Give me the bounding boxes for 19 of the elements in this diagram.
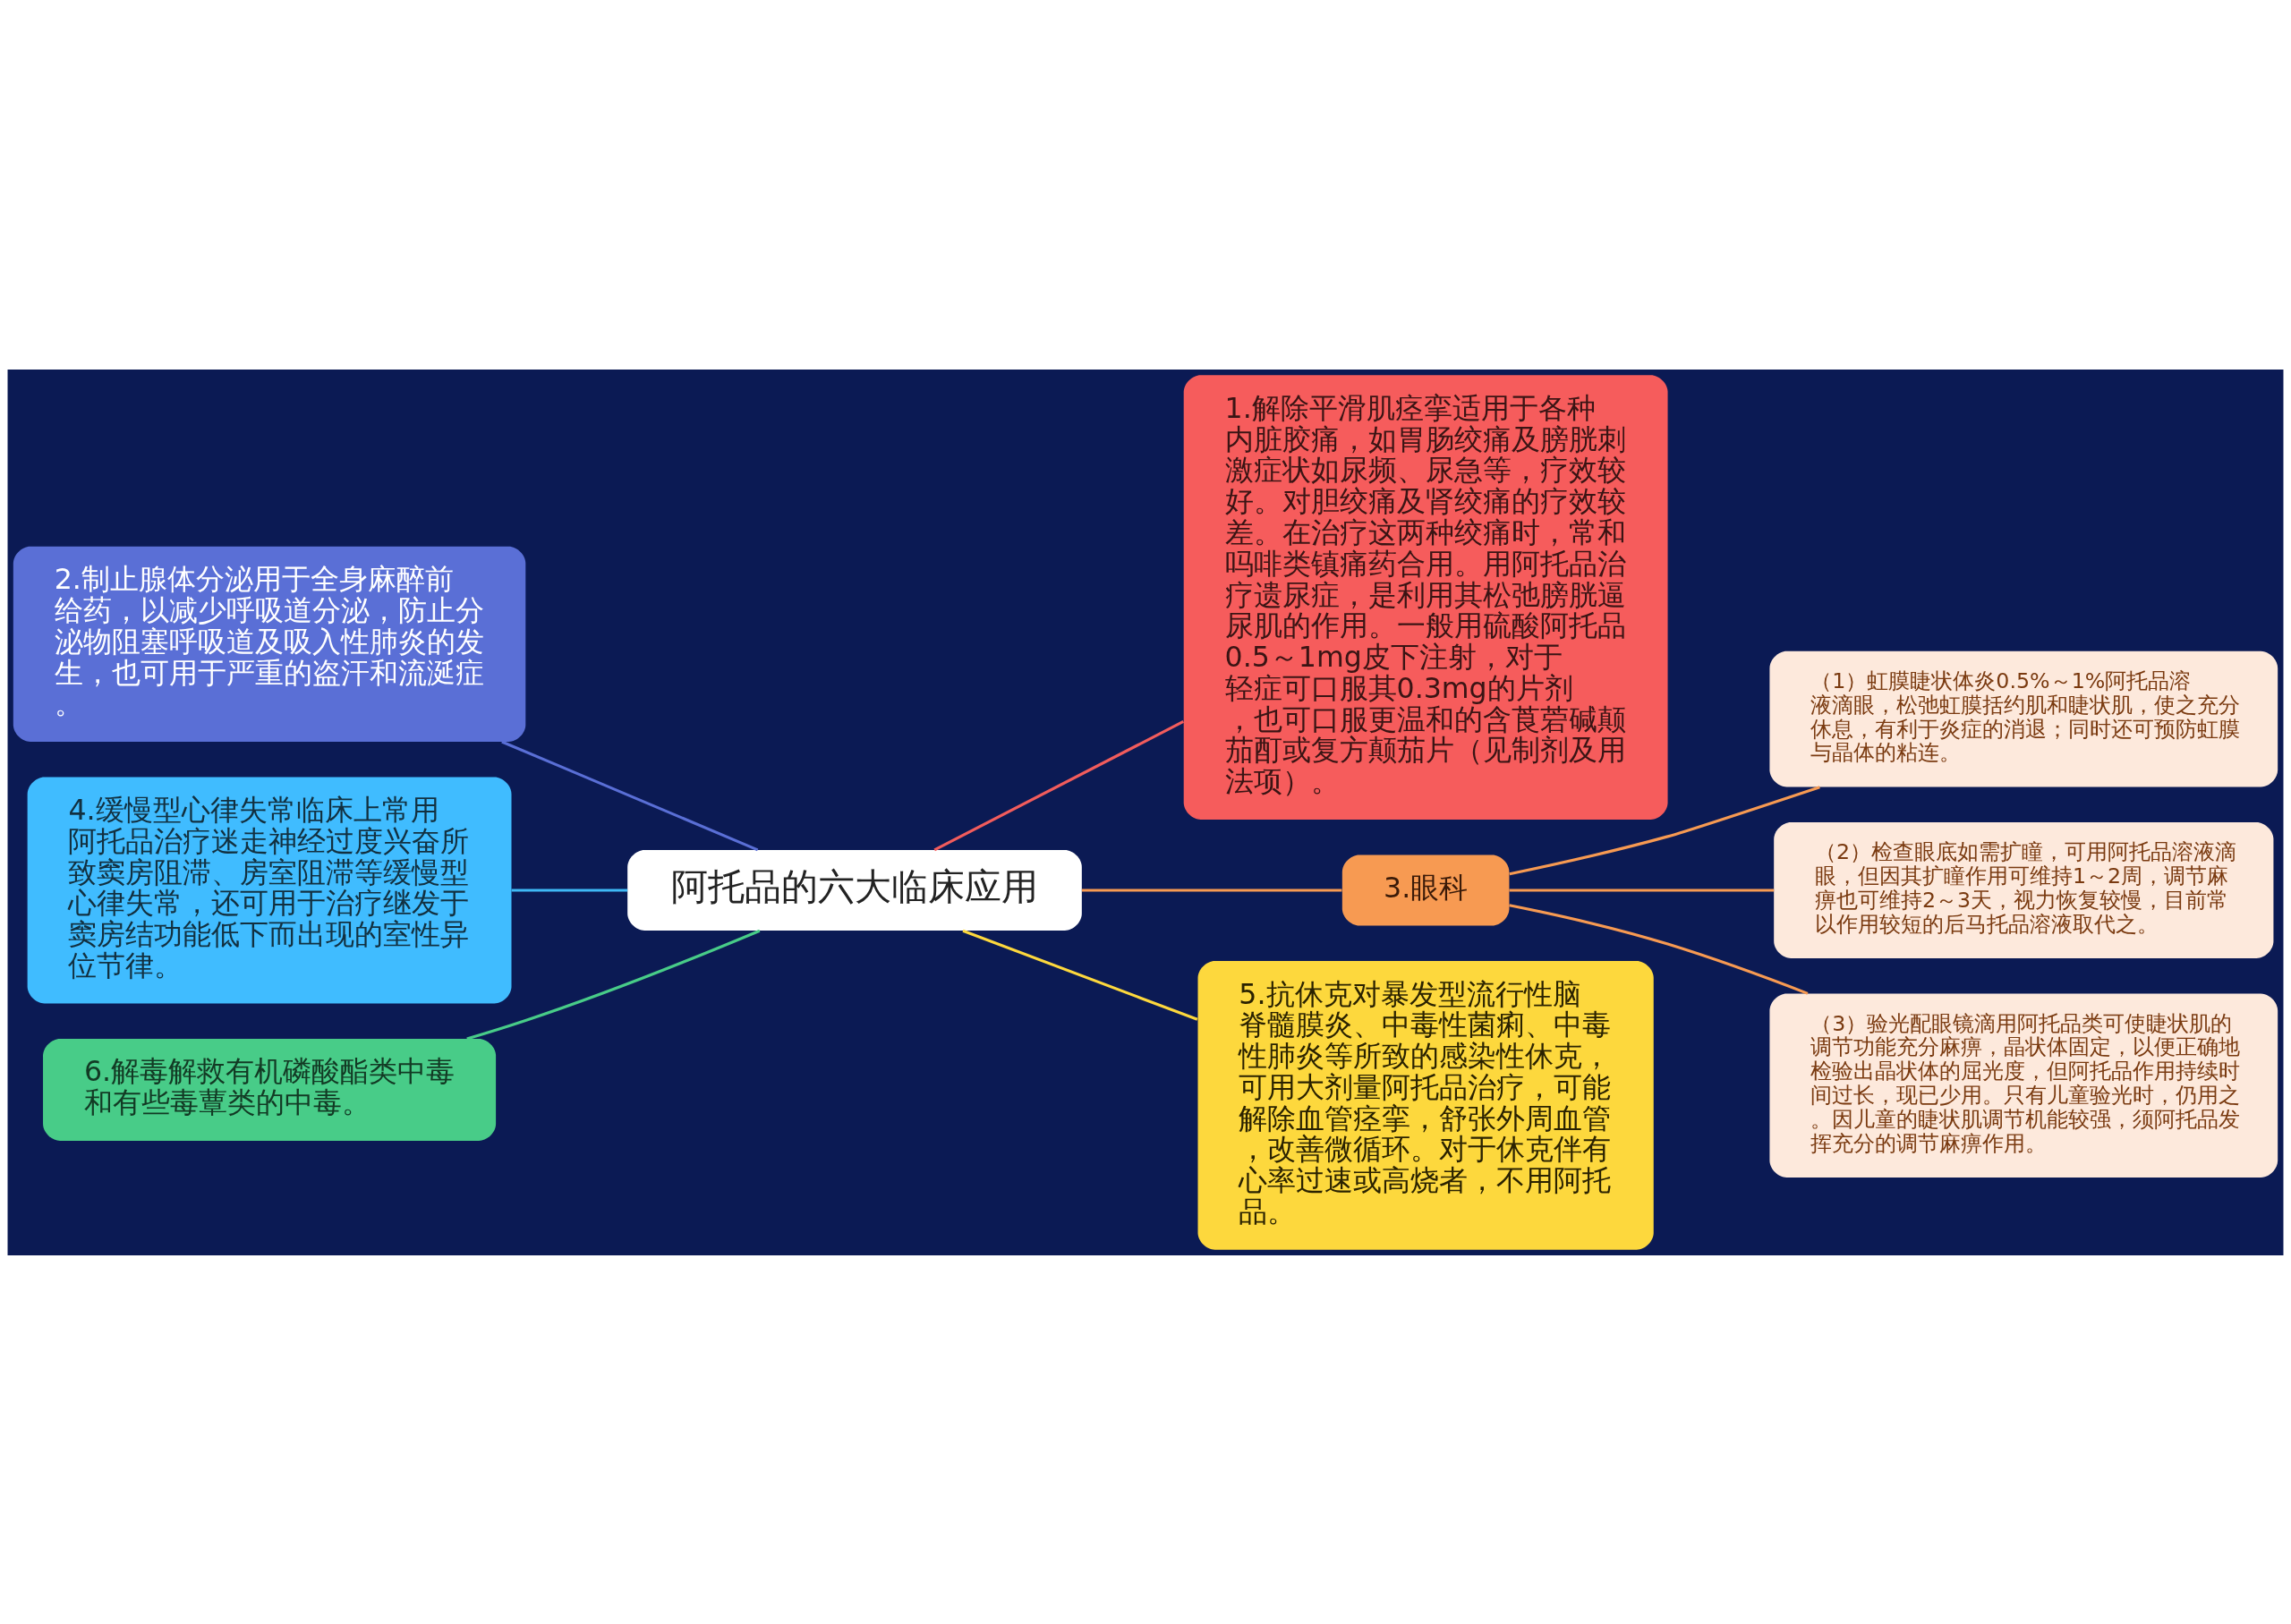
connector (511, 888, 628, 892)
node-box: （3）验光配眼镜滴用阿托品类可使睫状肌的调节功能充分麻痹，晶状体固定，以便正确地检验出晶状体的屈光度，但阿托品作用持续时间过长，现已少用。只有儿童验光时，仍用之。因儿童的睫状肌调节机能较强，须阿托品发挥充分的调节麻痹作用。 (1769, 992, 2278, 1178)
node-box: 6.解毒解救有机磷酸酯类中毒和有些毒蕈类的中毒。 (43, 1038, 497, 1141)
node-box: （1）虹膜睫状体炎0.5%～1%阿托品溶液滴眼，松弛虹膜括约肌和睫状肌，使之充分休息，有利于炎症的消退；同时还可预防虹膜与晶体的粘连。 (1769, 650, 2278, 787)
connector (501, 740, 759, 851)
connector (1081, 888, 1342, 892)
node-box: 2.制止腺体分泌用于全身麻醉前给药，以减少呼吸道分泌，防止分泌物阻塞呼吸道及吸入性肺炎的发生，也可用于严重的盗汗和流涎症。 (13, 546, 526, 742)
node-box: 1.解除平滑肌痉挛适用于各种内脏胶痛，如胃肠绞痛及膀胱刺激症状如尿频、尿急等，疗效较好。对胆绞痛及肾绞痛的疗效较差。在治疗这两种绞痛时，常和吗啡类镇痛药合用。用阿托品治疗遗尿症，是利用其松弛膀胱逼尿肌的作用。一般用硫酸阿托品0.5～1mg皮下注射，对于轻症可口服其0.3mg的片剂，也可口服更温和的含莨菪碱颠茄酊或复方颠茄片（见制剂及用法项）。 (1183, 374, 1668, 820)
connector (933, 719, 1185, 851)
node-box: （2）检查眼底如需扩瞳，可用阿托品溶液滴眼，但因其扩瞳作用可维持1～2周，调节麻痹也可维持2～3天，视力恢复较慢，目前常以作用较短的后马托品溶液取代之。 (1774, 821, 2274, 958)
node-box: 5.抗休克对暴发型流行性脑脊髓膜炎、中毒性菌痢、中毒性肺炎等所致的感染性休克，可用大剂量阿托品治疗，可能解除血管痉挛，舒张外周血管，改善微循环。对于休克伴有心率过速或高烧者，不用阿托品。 (1197, 960, 1654, 1250)
node-box: 3.眼科 (1341, 854, 1510, 925)
connector (1509, 888, 1775, 892)
node-box: 4.缓慢型心律失常临床上常用阿托品治疗迷走神经过度兴奋所致窦房阻滞、房室阻滞等缓慢型心律失常，还可用于治疗继发于窦房结功能低下而出现的室性异位节律。 (27, 776, 512, 1003)
connector (962, 929, 1198, 1021)
connector (466, 929, 761, 1040)
node-box: 阿托品的六大临床应用 (627, 849, 1082, 931)
connector (1509, 785, 1820, 875)
connector (1509, 903, 1809, 995)
